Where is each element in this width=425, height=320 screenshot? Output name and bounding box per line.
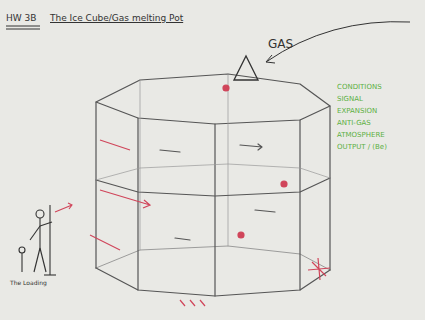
sketch-title: The Ice Cube/Gas melting Pot <box>50 14 183 24</box>
note-line: EXPANSION <box>337 108 377 116</box>
bottom-edge <box>96 268 330 296</box>
figure-caption: The Loading <box>10 280 47 287</box>
note-line: OUTPUT / (Be) <box>337 144 387 152</box>
top-face <box>96 74 330 124</box>
item-number: HW 3B <box>6 14 36 24</box>
note-line: ANTI-GAS <box>337 120 371 128</box>
note-line: CONDITIONS <box>337 84 382 92</box>
leader-arrow <box>266 22 410 63</box>
gas-label: GAS <box>268 38 293 51</box>
hidden-edge <box>96 246 330 270</box>
gas-triangle <box>234 56 258 80</box>
note-line: ATMOSPHERE <box>337 132 385 140</box>
stick-figure <box>19 203 72 275</box>
note-line: SIGNAL <box>337 96 363 104</box>
